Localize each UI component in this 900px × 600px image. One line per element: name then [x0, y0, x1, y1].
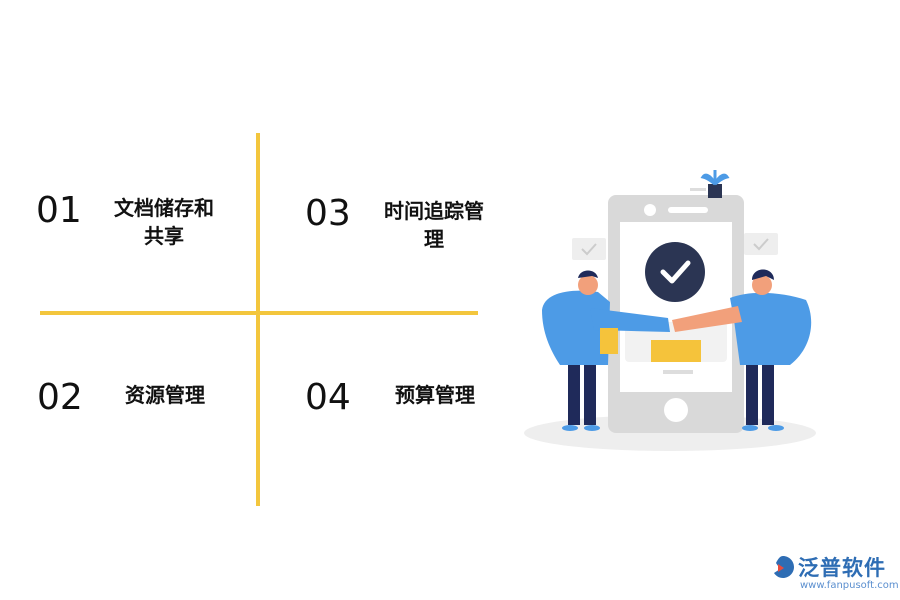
- left-person-book: [600, 328, 618, 354]
- brand-logo-icon: [774, 556, 794, 578]
- phone-camera: [644, 204, 656, 216]
- plant-icon: [700, 170, 730, 186]
- right-person-head: [752, 275, 772, 295]
- left-person-head: [578, 275, 598, 295]
- handshake-phone-illustration: [524, 170, 816, 451]
- phone-home-button: [664, 398, 688, 422]
- left-person-shoe-1: [562, 425, 578, 431]
- right-person-shoe-1: [742, 425, 758, 431]
- screen-line: [663, 370, 693, 374]
- plant-pot: [708, 184, 722, 198]
- left-person-leg-2: [584, 360, 596, 425]
- left-bubble: [572, 238, 606, 260]
- vertical-divider: [256, 133, 260, 506]
- item-number-01: 01: [36, 190, 82, 231]
- item-label-03: 时间追踪管 理: [372, 197, 496, 253]
- brand-name: 泛普软件: [798, 556, 886, 580]
- left-bubble-check-icon: [581, 243, 597, 256]
- item-label-04: 预算管理: [380, 381, 490, 409]
- brand-url: www.fanpusoft.com: [800, 580, 899, 591]
- shelf-line: [690, 188, 706, 191]
- right-person-body: [730, 292, 812, 365]
- item-number-04: 04: [305, 377, 351, 418]
- right-bubble-check-icon: [753, 238, 769, 251]
- right-person-leg-1: [746, 360, 758, 425]
- item-label-01-line1: 文档储存和: [114, 196, 214, 220]
- right-person-shoe-2: [768, 425, 784, 431]
- item-label-03-line1: 时间追踪管: [384, 199, 484, 223]
- item-label-04-line1: 预算管理: [395, 383, 475, 407]
- item-label-01: 文档储存和 共享: [102, 194, 226, 250]
- brand-logo: 泛普软件 www.fanpusoft.com: [770, 552, 899, 596]
- right-person-leg-2: [762, 360, 774, 425]
- item-number-02: 02: [37, 377, 83, 418]
- left-person-leg-1: [568, 360, 580, 425]
- item-label-01-line2: 共享: [144, 224, 184, 248]
- item-label-02: 资源管理: [110, 381, 220, 409]
- item-number-03: 03: [305, 193, 351, 234]
- horizontal-divider: [40, 311, 478, 315]
- left-person-hair: [578, 270, 598, 278]
- yellow-card: [651, 340, 701, 362]
- check-circle-icon: [645, 242, 705, 302]
- item-label-02-line1: 资源管理: [125, 383, 205, 407]
- right-person-arm: [672, 306, 742, 332]
- item-label-03-line2: 理: [424, 227, 444, 251]
- left-person-shoe-2: [584, 425, 600, 431]
- phone-speaker: [668, 207, 708, 213]
- right-person-hair: [752, 269, 774, 280]
- right-bubble: [744, 233, 778, 255]
- check-mark-icon: [660, 260, 691, 284]
- left-person-arm: [590, 308, 670, 332]
